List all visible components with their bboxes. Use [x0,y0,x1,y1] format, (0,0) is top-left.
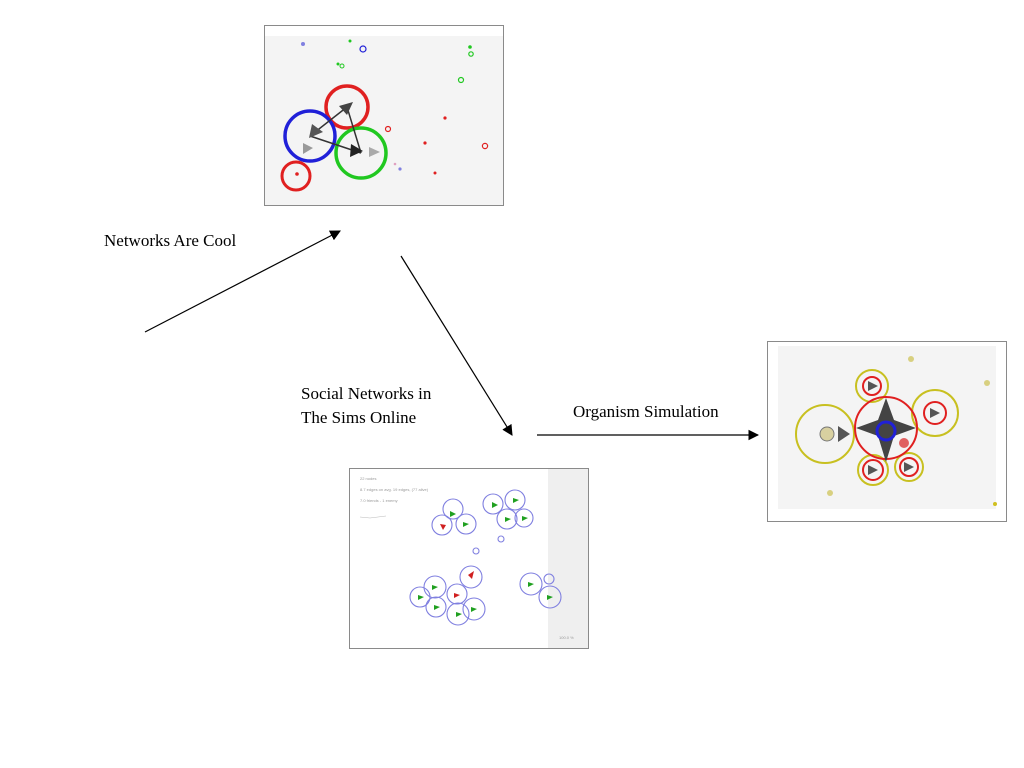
sims-stat-friends: 7.0 friends - 1 enemy [360,498,398,503]
networks-thumbnail [264,25,504,206]
organism-label: Organism Simulation [573,402,719,421]
organism-thumbnail [767,341,1007,522]
arrow-to-sims [400,255,513,436]
sims-thumbnail: 22 nodes 8.7 edges on avg. 19 edges, (77… [349,468,589,649]
organism-graphic [778,346,997,509]
arrow-to-networks [144,230,341,333]
networks-graphic [265,36,503,205]
sims-graphic: 22 nodes 8.7 edges on avg. 19 edges, (77… [359,469,588,648]
social-networks-label-line2: The Sims Online [301,408,417,427]
sims-stat-nodes: 22 nodes [360,476,376,481]
social-networks-label-line1: Social Networks in [301,384,432,403]
sims-stat-edges: 8.7 edges on avg. 19 edges, (77 alive) [360,487,429,492]
sims-zoom-readout: 100.0 % [559,635,574,640]
networks-label: Networks Are Cool [104,231,237,250]
